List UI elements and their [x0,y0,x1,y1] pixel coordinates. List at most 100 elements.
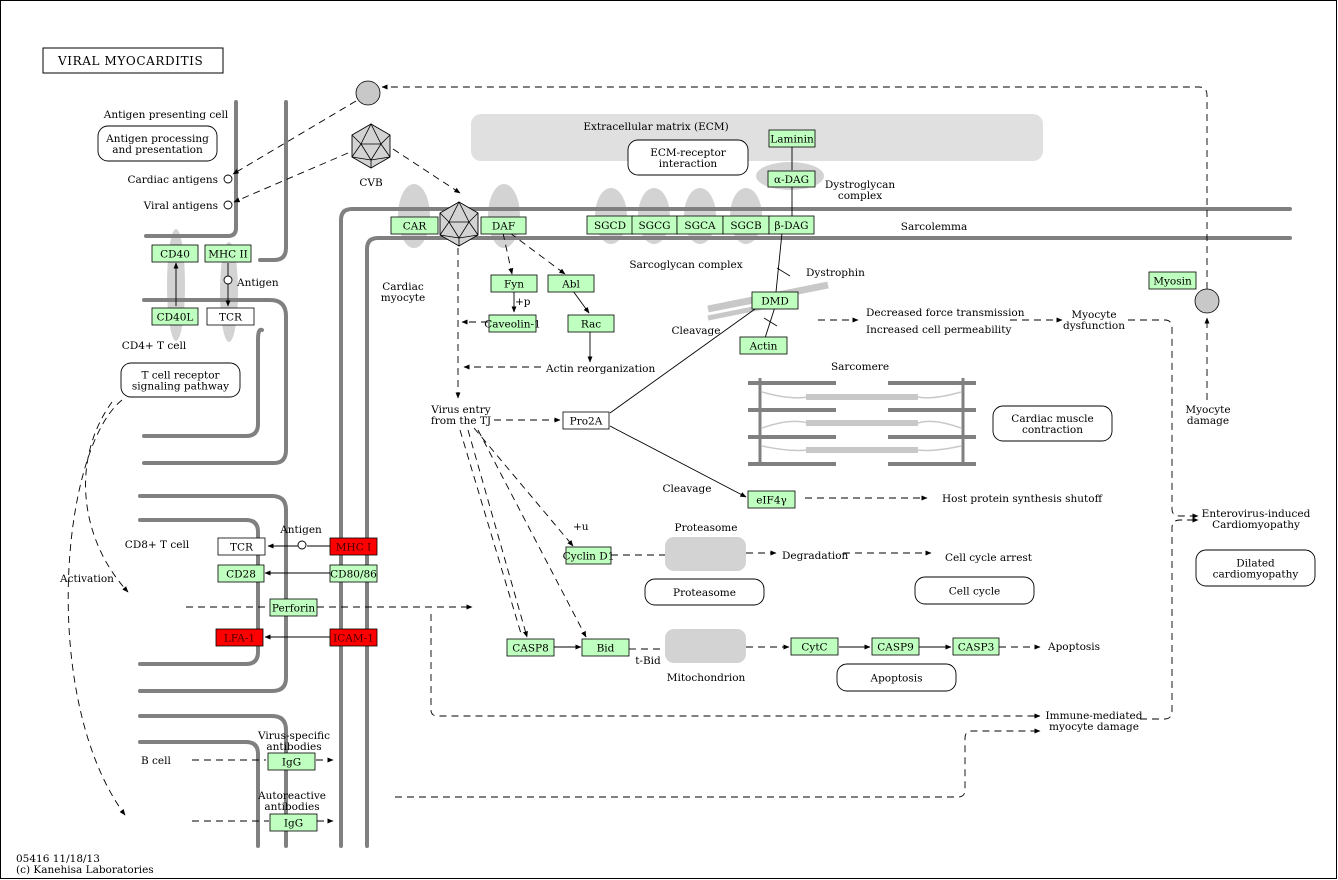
label-cardiac-myocyte-2: myocyte [381,292,425,304]
label-immune-mediated-2: myocyte damage [1049,721,1139,733]
gene-lfa1[interactable]: LFA-1 [215,628,264,647]
label-sarcomere: Sarcomere [831,361,889,373]
label-autoreactive-2: antibodies [264,801,319,813]
gene-bid[interactable]: Bid [581,638,630,657]
gene-pro2a[interactable]: Pro2A [562,411,610,430]
label-cvb: CVB [359,177,383,189]
membranes [138,100,1292,848]
gene-laminin[interactable]: Laminin [768,129,816,148]
gene-casp9[interactable]: CASP9 [871,637,920,656]
svg-text:Actin: Actin [749,341,778,353]
svg-text:IgG: IgG [284,818,303,830]
gene-cd40l[interactable]: CD40L [151,307,199,326]
svg-text:and presentation: and presentation [112,144,203,156]
gene-cytc[interactable]: CytC [790,637,839,656]
gene-dmd[interactable]: DMD [751,291,799,310]
gene-eif4g[interactable]: eIF4γ [747,490,796,509]
compound-circle-right[interactable] [1194,288,1220,314]
svg-text:SGCB: SGCB [730,220,762,232]
gene-tcr4[interactable]: TCR [206,307,255,326]
label-myocyte-damage-1: Myocyte [1185,404,1230,416]
label-bcell: B cell [141,755,172,767]
gene-cyclind[interactable]: Cyclin D1 [563,546,615,565]
label-cleavage-1: Cleavage [672,325,721,337]
gene-daf[interactable]: DAF [480,216,527,235]
svg-text:CAR: CAR [403,221,428,233]
footer-copyright: (c) Kanehisa Laboratories [16,864,154,876]
svg-text:Rac: Rac [581,319,601,331]
gene-sgcd[interactable]: SGCD [586,215,634,235]
gene-igg1[interactable]: IgG [267,752,316,771]
antigen-node-cd4[interactable] [223,275,233,285]
svg-text:SGCG: SGCG [638,220,670,232]
gene-icam1[interactable]: ICAM-1 [329,628,378,647]
label-plus-p: +p [515,296,531,308]
svg-text:MHC II: MHC II [208,249,248,261]
label-degradation: Degradation [782,550,849,562]
svg-text:TCR: TCR [219,312,243,324]
gene-nodes: Laminin α-DAG CAR DAF SGCD SGCG SGCA SGCB β-DAG C… [151,129,1197,832]
label-virus-specific-2: antibodies [266,741,321,753]
label-cd8-tcell: CD8+ T cell [125,539,190,551]
svg-text:CASP8: CASP8 [512,643,549,655]
gene-fyn[interactable]: Fyn [490,274,538,293]
gene-mhc2[interactable]: MHC II [204,244,252,263]
svg-text:CD40: CD40 [160,249,190,261]
label-apoptosis-outcome: Apoptosis [1047,641,1100,653]
cardiac-antigen-node[interactable] [223,174,233,184]
gene-a-dag[interactable]: α-DAG [767,170,816,188]
label-dystrophin: Dystrophin [806,267,865,279]
label-antigen-cd4: Antigen [236,277,279,289]
svg-text:Cell cycle: Cell cycle [949,586,1001,598]
mitochondrion-shape [665,629,746,663]
map-apoptosis[interactable]: Apoptosis [836,663,957,692]
gene-rac[interactable]: Rac [567,314,615,333]
gene-car[interactable]: CAR [390,216,439,235]
antigen-node-cd8[interactable] [297,540,307,550]
svg-text:Pro2A: Pro2A [570,416,603,428]
gene-igg2[interactable]: IgG [269,813,318,832]
gene-caveolin[interactable]: Caveolin-1 [484,314,541,333]
gene-sgcg[interactable]: SGCG [631,215,678,235]
map-proteasome[interactable]: Proteasome [644,578,765,606]
gene-perforin[interactable]: Perforin [269,598,318,617]
map-cell-cycle[interactable]: Cell cycle [914,576,1035,605]
svg-text:SGCD: SGCD [594,220,626,232]
label-enterovirus-2: Cardiomyopathy [1212,519,1300,531]
gene-tcr8[interactable]: TCR [217,537,266,556]
svg-text:eIF4γ: eIF4γ [756,495,787,507]
gene-b-dag[interactable]: β-DAG [768,215,815,235]
svg-text:T cell receptor: T cell receptor [141,370,220,382]
svg-text:DMD: DMD [761,296,789,308]
label-myocyte-dysfunction-2: dysfunction [1063,320,1125,332]
diagram-title[interactable]: VIRAL MYOCARDITIS [42,47,224,74]
gene-actin[interactable]: Actin [739,336,788,355]
gene-casp3[interactable]: CASP3 [952,637,1000,656]
gene-mhc1[interactable]: MHC I [329,537,378,556]
virus-icon[interactable] [351,123,391,169]
gene-cd28[interactable]: CD28 [217,564,265,583]
label-host-protein: Host protein synthesis shutoff [942,493,1104,505]
label-viral-antigens: Viral antigens [143,200,218,212]
gene-cd80[interactable]: CD80/86 [329,564,378,583]
label-sarcolemma: Sarcolemma [901,221,967,233]
svg-text:CD40L: CD40L [157,312,194,324]
virus-icon[interactable] [439,201,479,247]
gene-abl[interactable]: Abl [547,274,595,293]
viral-antigen-node[interactable] [223,200,233,210]
proteasome-complex [665,537,746,571]
label-mitochondrion: Mitochondrion [667,672,746,684]
compound-circle-top[interactable] [355,80,381,106]
gene-casp8[interactable]: CASP8 [506,638,555,657]
gene-myosin[interactable]: Myosin [1148,271,1197,290]
gene-sgca[interactable]: SGCA [676,215,724,235]
gene-sgcb[interactable]: SGCB [722,215,770,235]
gene-cd40[interactable]: CD40 [151,244,199,263]
svg-text:β-DAG: β-DAG [774,220,808,232]
